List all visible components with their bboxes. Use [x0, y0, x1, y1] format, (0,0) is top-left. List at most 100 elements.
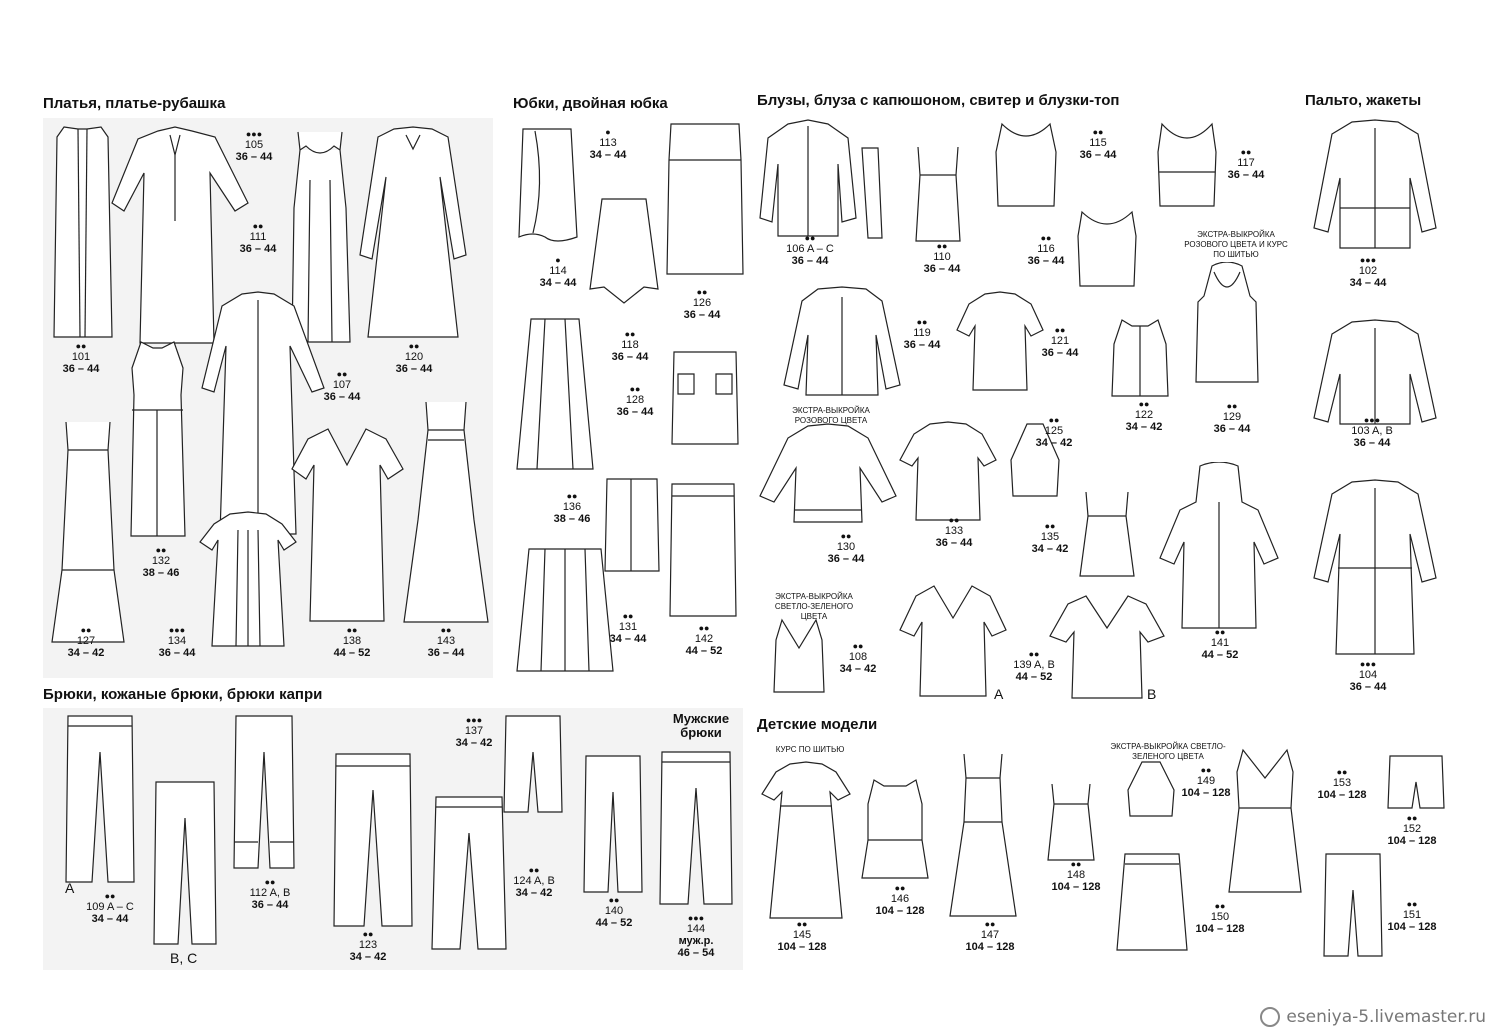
garment-sketch-long-vest	[50, 125, 115, 340]
garment-sketch-tank-117	[1152, 122, 1222, 210]
note-extra-pink: ЭКСТРА-ВЫКРОЙКА РОЗОВОГО ЦВЕТА	[792, 406, 870, 425]
garment-sketch-ruched-skirt	[515, 125, 580, 245]
garment-sketch-shirt-106	[758, 118, 888, 243]
garment-sketch-hoodie-129	[1192, 262, 1262, 387]
garment-sketch-kids-dress-145	[760, 760, 852, 922]
garment-sketch-pencil-skirt	[603, 475, 661, 575]
garment-sketch-tiered-dress	[48, 420, 128, 645]
garment-sketch-coat-dress	[198, 290, 328, 540]
garment-sketch-blouse-133	[898, 420, 998, 525]
garment-sketch-sweater-130	[758, 422, 898, 527]
garment-sketch-vneck-139a	[898, 582, 1008, 700]
heading-coats: Пальто, жакеты	[1305, 92, 1422, 109]
garment-sketch-shirt-dress	[110, 125, 250, 350]
garment-sketch-maxi-dress	[400, 400, 492, 625]
garment-sketch-pleated-dress	[198, 510, 298, 650]
livemaster-logo-icon	[1260, 1007, 1281, 1027]
garment-sketch-blouse-119	[782, 285, 902, 400]
heading-dresses: Платья, платье-рубашка	[43, 95, 226, 112]
garment-sketch-jacket-102	[1310, 118, 1440, 253]
garment-sketch-tank-115	[990, 122, 1062, 210]
garment-sketch-crop-116	[1072, 210, 1142, 290]
garment-sketch-hooded-shirt-141	[1158, 462, 1280, 632]
garment-sketch-pocket-skirt	[668, 348, 742, 448]
heading-skirts: Юбки, двойная юбка	[513, 95, 668, 112]
garment-sketch-double-skirt	[665, 120, 745, 280]
garment-sketch-trousers-109	[62, 712, 137, 887]
heading-blouses: Блузы, блуза с капюшоном, свитер и блузк…	[757, 92, 1120, 109]
garment-sketch-slip-dress	[288, 130, 353, 345]
garment-sketch-cami-110	[908, 145, 968, 245]
garment-sketch-vest-108	[770, 618, 828, 696]
variant-letter-bc: B, C	[170, 950, 198, 966]
heading-kids: Детские модели	[757, 716, 878, 733]
mens-trousers-heading: Мужские брюки	[672, 711, 730, 740]
watermark: eseniya-5.livemaster.ru	[1260, 1007, 1486, 1027]
garment-sketch-kids-skirt-150	[1115, 850, 1190, 955]
garment-sketch-long-dress	[358, 125, 468, 340]
heading-trousers: Брюки, кожаные брюки, брюки капри	[43, 686, 323, 703]
garment-sketch-trousers-109bc	[150, 778, 220, 948]
garment-sketch-vest-122	[1108, 318, 1172, 400]
garment-sketch-kids-dress-153	[1225, 748, 1305, 896]
note-extra-green-kids: ЭКСТРА-ВЫКРОЙКА СВЕТЛО-ЗЕЛЕНОГО ЦВЕТА	[1110, 742, 1226, 761]
garment-sketch-kids-top-148	[1040, 782, 1102, 864]
garment-sketch-halter-125	[1005, 420, 1065, 500]
garment-sketch-cami-135	[1072, 490, 1142, 580]
garment-sketch-kids-trousers-151	[1322, 850, 1384, 960]
garment-sketch-kids-top-146	[860, 778, 930, 883]
note-sewing-course: КУРС ПО ШИТЬЮ	[775, 745, 845, 754]
garment-sketch-kids-dress-147	[946, 752, 1020, 920]
garment-sketch-v-neck-dress	[290, 425, 405, 625]
garment-sketch-drawstring-skirt	[666, 480, 740, 620]
garment-sketch-jacket-103	[1310, 318, 1440, 428]
garment-sketch-kids-shorts-152	[1386, 752, 1446, 812]
garment-sketch-pleated-skirt	[515, 545, 615, 675]
note-extra-green: ЭКСТРА-ВЫКРОЙКА СВЕТЛО-ЗЕЛЕНОГО ЦВЕТА	[774, 592, 854, 621]
garment-sketch-handkerchief-skirt	[588, 195, 660, 305]
garment-sketch-jeans-112	[232, 712, 296, 872]
note-extra-pink-course: ЭКСТРА-ВЫКРОЙКА РОЗОВОГО ЦВЕТА И КУРС ПО…	[1184, 230, 1288, 259]
variant-letter-a: A	[994, 686, 1004, 702]
